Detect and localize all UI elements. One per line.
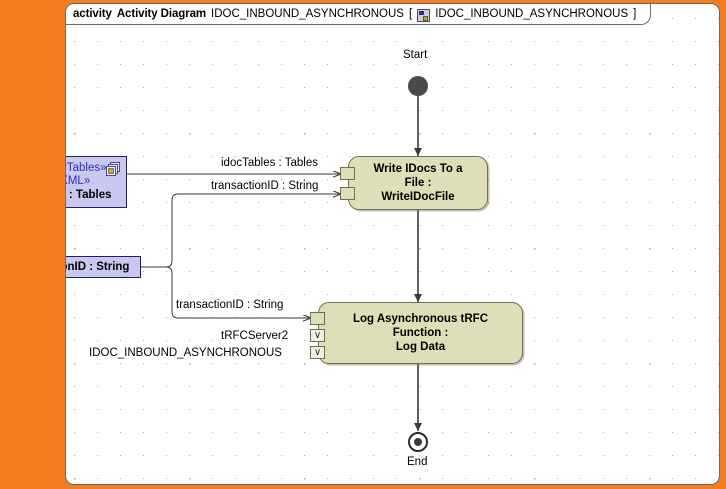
transaction-id-name: transactionID : String <box>66 261 130 273</box>
activity-diagram-frame: activity Activity Diagram IDOC_INBOUND_A… <box>65 3 720 485</box>
write-idocs-line1: Write IDocs To a File : <box>373 163 463 189</box>
frame-context-name: IDOC_INBOUND_ASYNCHRONOUS <box>435 8 629 20</box>
connector-layer <box>126 96 422 431</box>
final-node-core <box>414 438 422 446</box>
initial-node[interactable] <box>408 76 428 96</box>
canvas-grid <box>66 4 719 484</box>
input-pin-idoc-tables[interactable] <box>340 167 355 180</box>
value-pin-idoc-inbound-asynchronous[interactable]: ∨ <box>310 346 325 359</box>
log-trfc-line1: Log Asynchronous tRFC Function : <box>352 313 488 339</box>
frame-name: IDOC_INBOUND_ASYNCHRONOUS <box>211 8 404 20</box>
edge-label-transaction-id-write: transactionID : String <box>211 180 319 192</box>
object-node-transaction-id[interactable]: transactionID : String <box>66 256 141 278</box>
log-trfc-line2: Log Data <box>395 341 446 353</box>
object-node-sap-tables[interactable]: «SAPTables» «XML» tables : Tables <box>66 156 127 208</box>
edge-label-idoc-tables: idocTables : Tables <box>221 157 318 169</box>
value-pin-trfc-server2[interactable]: ∨ <box>310 329 325 342</box>
activity-write-idocs[interactable]: Write IDocs To a File : WriteIDocFile <box>348 156 488 210</box>
edge-label-transaction-id-log: transactionID : String <box>176 299 284 311</box>
activity-log-trfc[interactable]: Log Asynchronous tRFC Function : Log Dat… <box>318 302 523 364</box>
multiple-documents-icon <box>106 162 120 176</box>
value-pin-glyph: ∨ <box>313 329 322 341</box>
frame-type-label: Activity Diagram <box>116 8 206 20</box>
activity-diagram-icon <box>417 8 431 22</box>
sap-tables-stereotype-1: «SAPTables» <box>66 162 107 174</box>
sap-tables-name: tables : Tables <box>66 189 112 201</box>
activity-final-node[interactable] <box>408 432 428 452</box>
start-node-label: Start <box>403 49 428 61</box>
input-pin-transaction-id-write[interactable] <box>340 187 355 200</box>
frame-title-tab: activity Activity Diagram IDOC_INBOUND_A… <box>66 4 652 25</box>
value-pin-glyph: ∨ <box>313 346 322 358</box>
edge-label-idoc-inbound-asynchronous: IDOC_INBOUND_ASYNCHRONOUS <box>89 347 282 359</box>
edge-label-trfc-server2: tRFCServer2 <box>221 330 289 342</box>
frame-bracket-open: [ <box>408 8 413 20</box>
write-idocs-line2: WriteIDocFile <box>381 191 455 203</box>
frame-keyword: activity <box>73 8 112 20</box>
frame-bracket-close: ] <box>633 8 637 20</box>
sap-tables-stereotype-2: «XML» <box>66 175 91 187</box>
input-pin-transaction-id-log[interactable] <box>310 312 325 325</box>
end-node-label: End <box>407 456 428 468</box>
